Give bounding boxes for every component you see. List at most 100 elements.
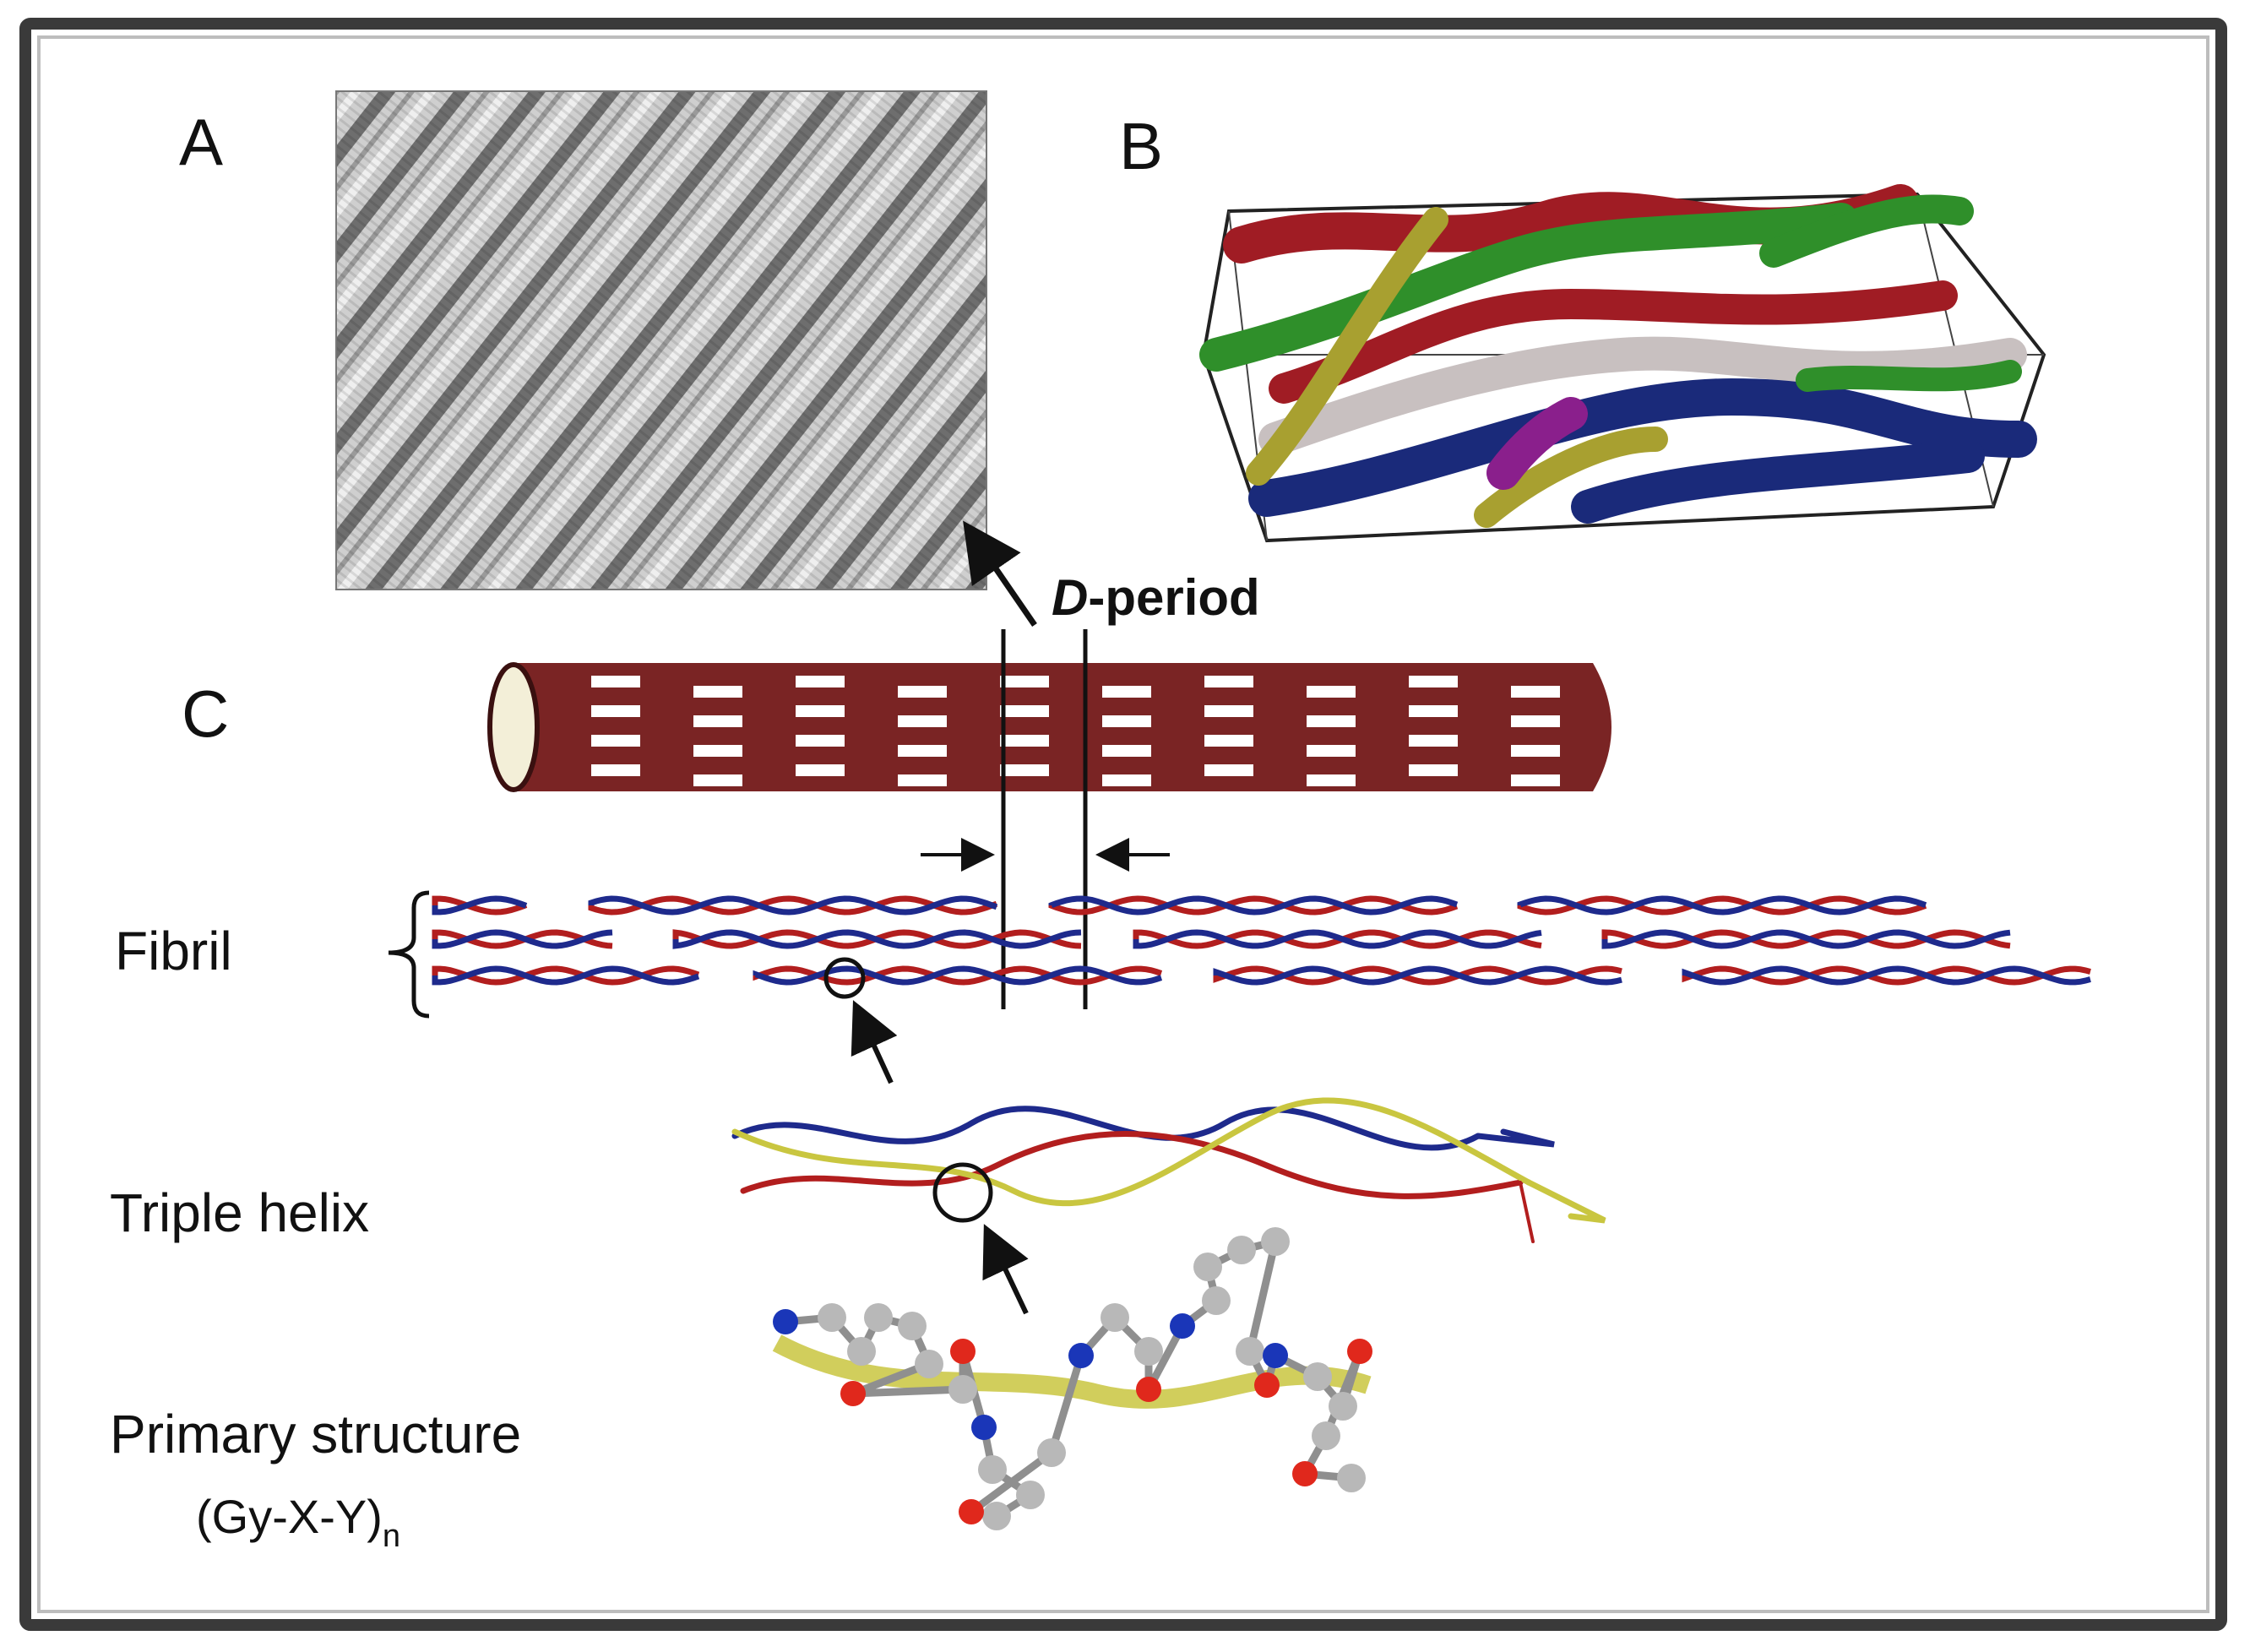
fibril-band — [1511, 745, 1560, 757]
fibril-band — [693, 774, 742, 786]
amino-acid-atoms — [773, 1227, 1372, 1530]
fibril-band — [1204, 705, 1253, 717]
fibril-band — [1409, 735, 1458, 747]
fibril-band — [796, 676, 845, 687]
collagen-molecule-strand — [432, 895, 528, 916]
fibril-band — [1307, 745, 1356, 757]
atom-bond — [1246, 1240, 1280, 1353]
atom — [1329, 1392, 1357, 1421]
atom — [978, 1455, 1007, 1484]
fibril-bands — [591, 676, 1560, 786]
collagen-molecule-strand — [432, 965, 700, 986]
d-period-label: D-period — [1052, 569, 1260, 626]
fibril-band — [796, 705, 845, 717]
fibril-band — [693, 686, 742, 698]
atom — [1337, 1464, 1366, 1492]
atom — [1261, 1227, 1290, 1256]
collagen-molecule-strand — [1517, 895, 1927, 916]
atom — [898, 1312, 927, 1340]
fibril-band — [1000, 735, 1049, 747]
triple-helix — [731, 1097, 1606, 1243]
panel-a-micrograph — [335, 90, 987, 590]
fibril-zoom-arrow — [851, 1000, 898, 1084]
atom — [1254, 1372, 1280, 1398]
collagen-molecule-strand — [753, 965, 1163, 986]
panel-a-label: A — [179, 105, 223, 179]
figure-frame — [19, 18, 2227, 1631]
collagen-molecule-strand — [672, 929, 1082, 949]
triple-helix-label: Triple helix — [110, 1182, 369, 1243]
panel-b-molecular-model — [1199, 184, 2046, 543]
atom — [847, 1337, 876, 1366]
helix-zoom-circle — [932, 1162, 993, 1223]
fibril-band — [1102, 715, 1151, 727]
atom — [1068, 1343, 1094, 1368]
fibril-cylinder — [487, 662, 1611, 792]
atom — [840, 1381, 866, 1406]
collagen-molecule-strand — [1213, 965, 1622, 986]
fibril-band — [1000, 764, 1049, 776]
collagen-molecule-strand — [1133, 929, 1542, 949]
fibril-band — [591, 764, 640, 776]
collagen-molecule-strand — [1517, 895, 1927, 916]
fibril-band — [1511, 686, 1560, 698]
fibril-band — [1511, 774, 1560, 786]
fibril-band — [1204, 676, 1253, 687]
collagen-molecule-strand — [588, 895, 998, 916]
atom — [1170, 1313, 1195, 1339]
atom — [1202, 1286, 1231, 1315]
atom — [1227, 1236, 1256, 1264]
atom — [1312, 1421, 1340, 1450]
collagen-molecule-strand — [1048, 895, 1459, 916]
collagen-molecule-strand — [432, 929, 613, 949]
fibril-band — [796, 764, 845, 776]
primary-structure-model — [772, 1227, 1372, 1530]
atom — [818, 1303, 846, 1332]
figure-frame-inner — [37, 35, 2209, 1613]
repeat-unit-label: (Gy-X-Y)n — [196, 1490, 400, 1554]
fibril-zoom-circle — [823, 957, 866, 999]
atom — [773, 1309, 798, 1334]
atom-bond — [969, 1449, 1054, 1515]
fibril-molecules — [432, 895, 2091, 986]
fibril-band — [591, 676, 640, 687]
fibril-band — [1409, 676, 1458, 687]
collagen-molecule-strand — [432, 895, 528, 916]
collagen-molecule-strand — [1213, 965, 1622, 986]
fibril-band — [693, 745, 742, 757]
fibril-band — [898, 774, 947, 786]
collagen-molecule-strand — [588, 895, 998, 916]
fibril-band — [1000, 705, 1049, 717]
collagen-molecule-strand — [1133, 929, 1542, 949]
atom — [950, 1339, 976, 1364]
atom — [1347, 1339, 1372, 1364]
helix-zoom-arrow — [982, 1224, 1029, 1315]
fibril-band — [1307, 715, 1356, 727]
fibril-band — [1409, 764, 1458, 776]
atom — [959, 1499, 984, 1524]
collagen-molecule-strand — [1682, 965, 2091, 986]
atom — [1101, 1303, 1129, 1332]
fibril-band — [693, 715, 742, 727]
fibril-band — [1307, 686, 1356, 698]
fibril-band — [1102, 745, 1151, 757]
fibril-band — [591, 705, 640, 717]
fibril-band — [1204, 735, 1253, 747]
atom — [1037, 1438, 1066, 1467]
atom — [864, 1303, 893, 1332]
atom — [1263, 1343, 1288, 1368]
fibril-band — [1000, 676, 1049, 687]
atom — [948, 1375, 977, 1404]
atom — [1134, 1337, 1163, 1366]
collagen-molecule-strand — [1048, 895, 1459, 916]
fibril-band — [898, 715, 947, 727]
atom — [915, 1350, 943, 1378]
fibril-label: Fibril — [115, 921, 232, 981]
fibril-band — [1511, 715, 1560, 727]
fibril-band — [1102, 774, 1151, 786]
panel-b-label: B — [1119, 109, 1163, 183]
atom — [982, 1502, 1011, 1530]
fibril-band — [591, 735, 640, 747]
fibril-band — [796, 735, 845, 747]
fibril-band — [1307, 774, 1356, 786]
